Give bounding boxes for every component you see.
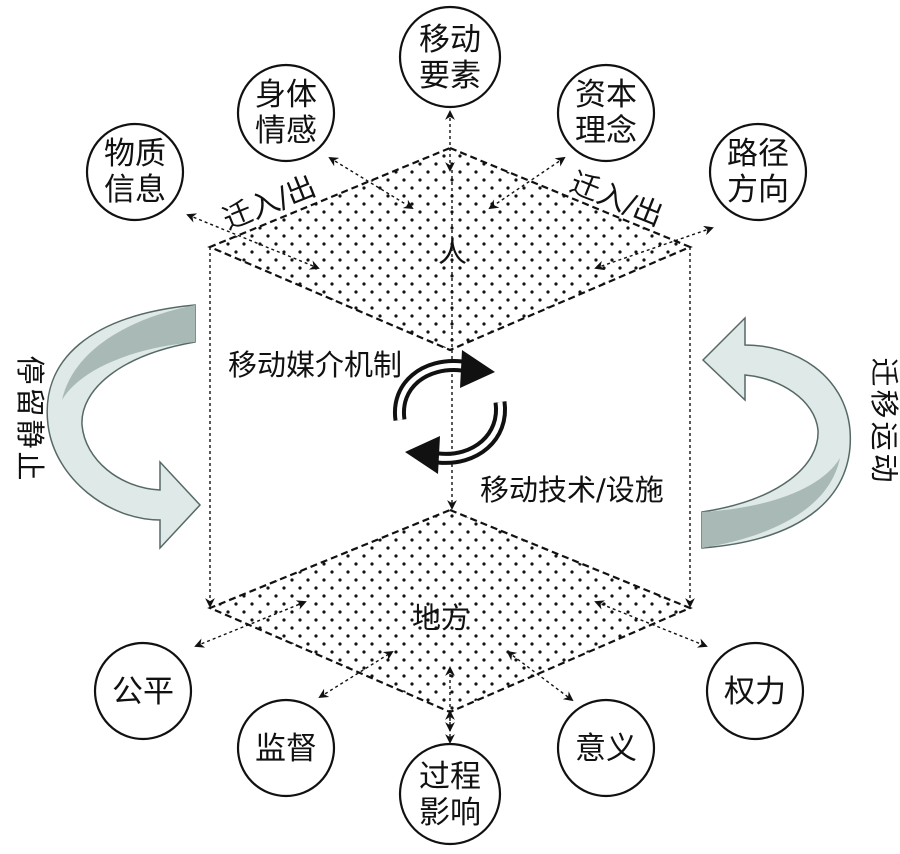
node-capital-ideas-line-1: 理念: [575, 113, 637, 149]
arrow-fairness: [194, 600, 307, 648]
left-side-char-0: 停: [13, 355, 47, 384]
left-curved-arrow: [46, 304, 202, 550]
node-mobility-elements-line-0: 移动: [419, 22, 481, 58]
node-material-info: 物质 信息: [85, 122, 185, 222]
bottom-plane-label: 地方: [412, 601, 470, 635]
node-meaning-line-0: 意义: [575, 731, 637, 767]
right-side-char-0: 迁: [867, 357, 900, 386]
right-side-label: 迁 移 运 动: [867, 357, 900, 482]
right-curved-arrow: [701, 316, 852, 549]
node-body-emotion-line-1: 情感: [255, 113, 317, 149]
top-plane-label: 人: [438, 235, 467, 269]
node-process-impact-line-1: 影响: [419, 795, 481, 831]
node-supervision-line-0: 监督: [255, 731, 317, 767]
node-capital-ideas: 资本 理念: [556, 63, 656, 163]
left-side-char-1: 留: [13, 387, 47, 416]
arrow-material-info: [186, 213, 320, 270]
node-capital-ideas-line-0: 资本: [575, 77, 637, 113]
right-side-char-2: 运: [867, 421, 900, 450]
arrow-power: [594, 600, 708, 648]
node-power: 权力: [705, 641, 805, 741]
arrow-supervision: [318, 650, 394, 699]
node-process-impact-line-0: 过程: [419, 759, 481, 795]
right-side-char-3: 动: [867, 453, 900, 482]
node-path-direction-line-0: 路径: [727, 136, 789, 172]
node-path-direction: 路径 方向: [708, 122, 808, 222]
arrow-capital-ideas: [488, 156, 566, 210]
node-path-direction-line-1: 方向: [727, 172, 789, 208]
technology-label: 移动技术/设施: [480, 473, 664, 507]
node-meaning: 意义: [556, 698, 656, 798]
node-process-impact: 过程 影响: [398, 742, 502, 846]
arrow-meaning: [506, 650, 574, 702]
node-mobility-elements: 移动 要素: [398, 5, 502, 109]
node-material-info-line-1: 信息: [104, 172, 166, 208]
arrow-path-direction: [594, 225, 714, 271]
left-side-char-2: 静: [13, 419, 47, 448]
node-fairness: 公平: [93, 641, 193, 741]
node-material-info-line-0: 物质: [104, 136, 166, 172]
node-power-line-0: 权力: [724, 674, 786, 710]
node-mobility-elements-line-1: 要素: [419, 58, 481, 94]
cycle-icon: [392, 350, 508, 474]
node-body-emotion: 身体 情感: [236, 63, 336, 163]
arrow-body-emotion: [328, 156, 414, 210]
node-fairness-line-0: 公平: [112, 674, 174, 710]
node-supervision: 监督: [236, 698, 336, 798]
node-body-emotion-line-0: 身体: [255, 77, 317, 113]
left-side-label: 停 留 静 止: [13, 355, 47, 480]
right-side-char-1: 移: [867, 389, 900, 418]
left-side-char-3: 止: [13, 451, 47, 480]
mechanism-label: 移动媒介机制: [228, 348, 402, 382]
